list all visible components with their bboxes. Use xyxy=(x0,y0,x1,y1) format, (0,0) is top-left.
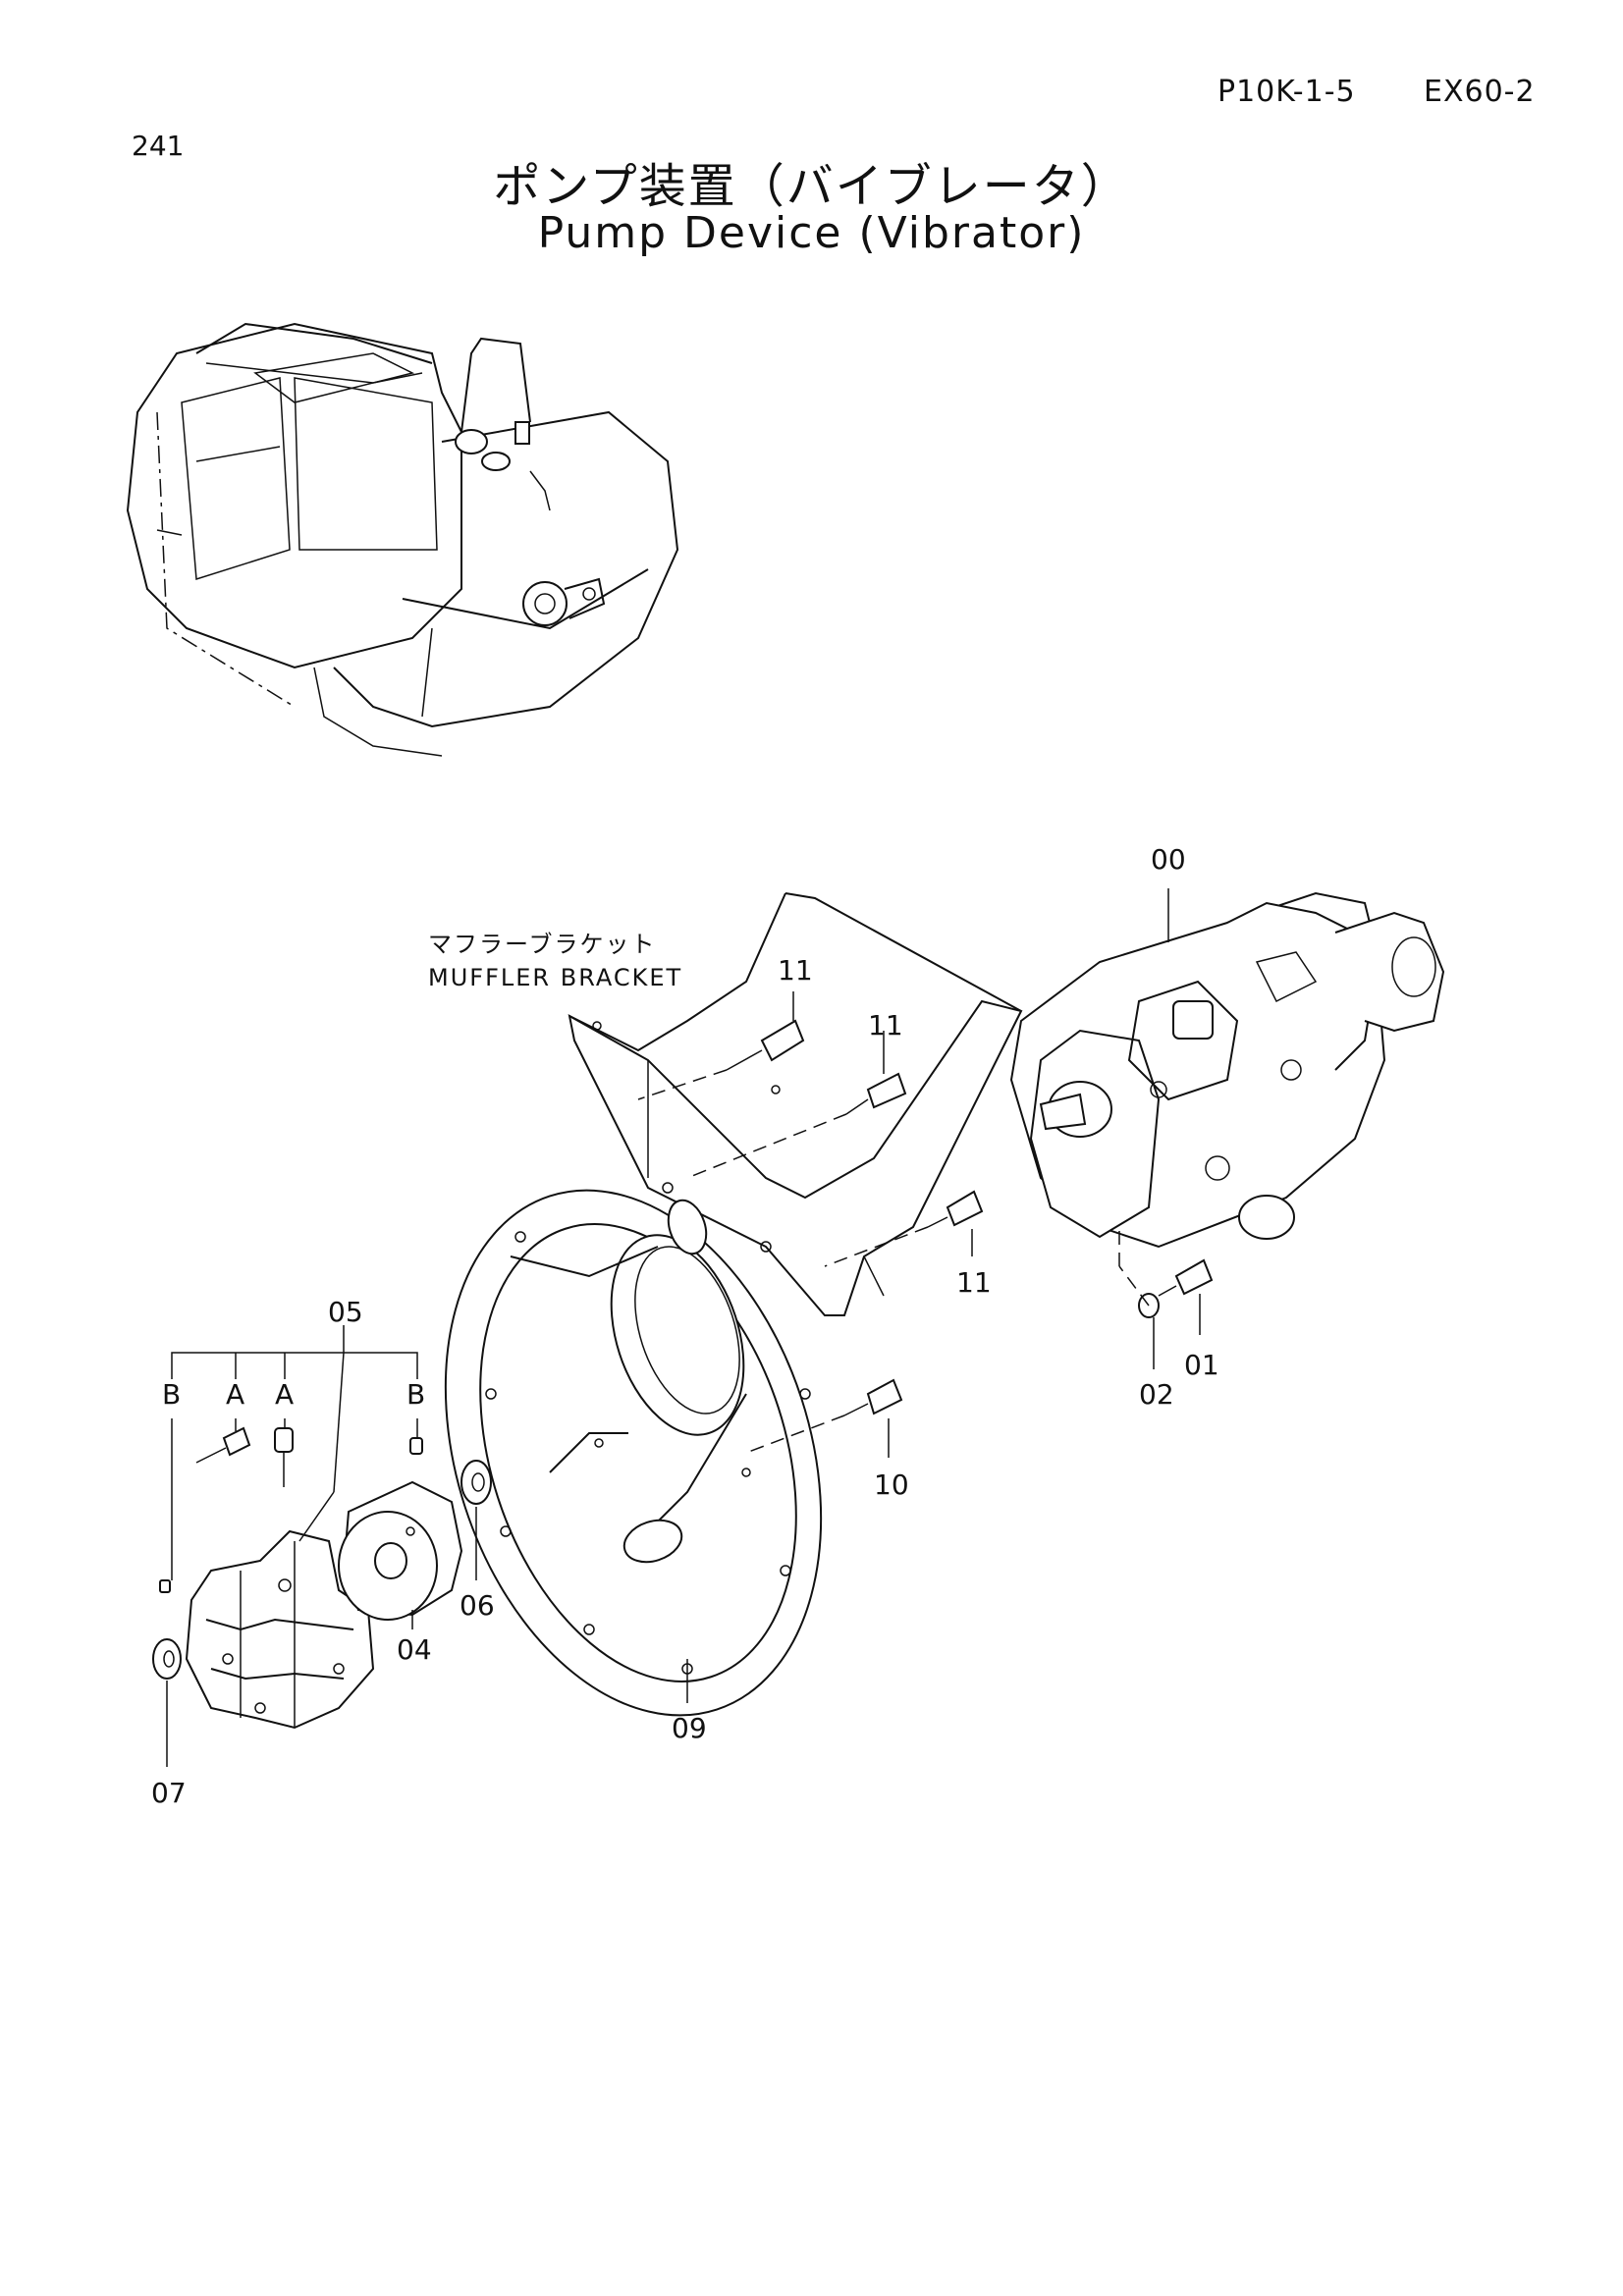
hydraulic-pump-00 xyxy=(1009,891,1445,1249)
callout-A-left: A xyxy=(226,1378,244,1411)
pin-B-left xyxy=(159,1579,171,1593)
callout-B-right: B xyxy=(406,1378,425,1411)
callout-00: 00 xyxy=(1151,843,1186,876)
callout-11-lower: 11 xyxy=(956,1266,992,1299)
bolt-A-vertical xyxy=(274,1427,294,1487)
page-title-japanese: ポンプ装置（バイブレータ） xyxy=(493,159,1130,214)
bolt-01 xyxy=(1158,1258,1214,1297)
excavator-overview xyxy=(126,322,679,757)
callout-09: 09 xyxy=(672,1712,707,1744)
callout-01: 01 xyxy=(1184,1349,1219,1381)
washer-06 xyxy=(460,1460,492,1505)
callout-02: 02 xyxy=(1139,1378,1174,1411)
muffler-bracket-label-ja: マフラーブラケット xyxy=(428,931,657,958)
callout-B-left: B xyxy=(162,1378,181,1411)
bolt-11-middle xyxy=(845,1072,907,1115)
callout-05: 05 xyxy=(328,1296,363,1328)
callout-06: 06 xyxy=(460,1589,495,1622)
hub-04 xyxy=(338,1480,463,1621)
washer-07 xyxy=(152,1638,182,1680)
callout-11-upper: 11 xyxy=(778,954,813,987)
bolt-A xyxy=(195,1426,251,1464)
callout-04: 04 xyxy=(397,1633,432,1666)
page-number: 241 xyxy=(132,130,185,162)
callout-A-right: A xyxy=(275,1378,294,1411)
pin-B xyxy=(409,1437,423,1455)
model-code: EX60-2 xyxy=(1424,75,1536,109)
muffler-bracket xyxy=(568,892,1023,1316)
document-code: P10K-1-5 xyxy=(1217,75,1356,109)
muffler-bracket-label-en: MUFFLER BRACKET xyxy=(428,964,682,991)
bolt-11-upper xyxy=(726,1019,805,1071)
callout-07: 07 xyxy=(151,1777,187,1809)
callout-10: 10 xyxy=(874,1468,909,1501)
pump-housing-09 xyxy=(444,1182,823,1717)
coupling-05 xyxy=(185,1529,375,1730)
callout-11-middle: 11 xyxy=(868,1009,903,1041)
bolt-11-lower xyxy=(927,1190,984,1228)
leader-lines xyxy=(166,888,1201,1767)
page-title-english: Pump Device (Vibrator) xyxy=(537,208,1086,258)
bolt-10 xyxy=(843,1378,903,1416)
